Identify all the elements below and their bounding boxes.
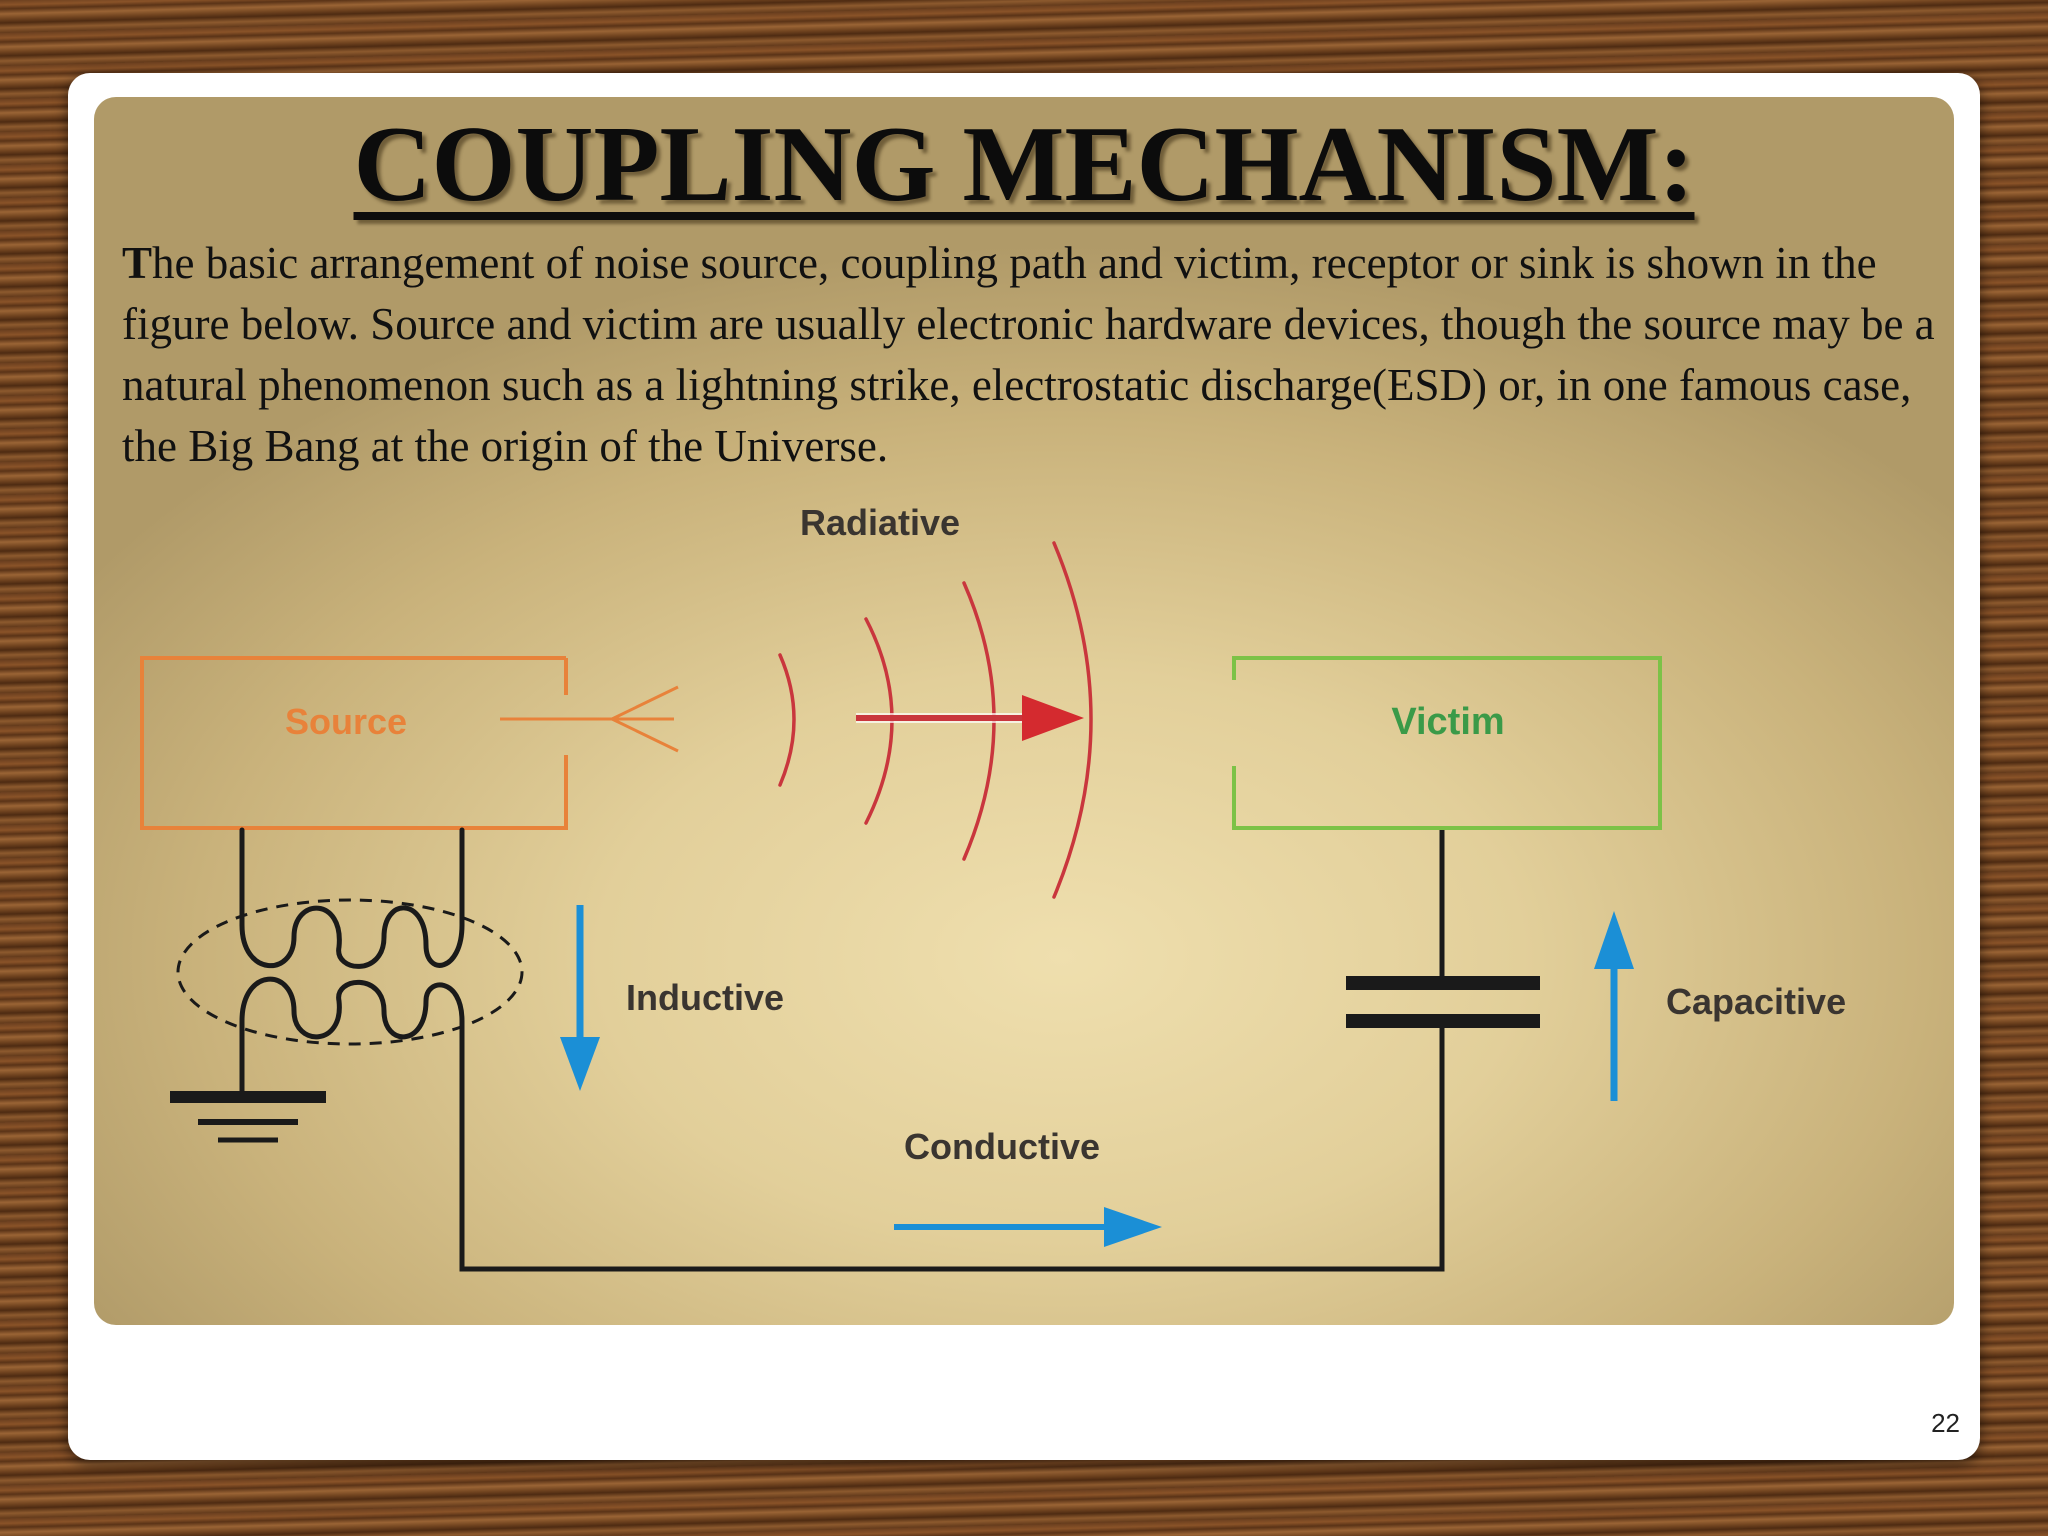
- conductive-arrow: [894, 1207, 1162, 1247]
- radiative-label: Radiative: [800, 502, 960, 543]
- source-box: [140, 656, 568, 830]
- conductive-label: Conductive: [904, 1126, 1100, 1167]
- source-box-outline: [140, 656, 568, 830]
- inductive-coupler: [239, 827, 1445, 1272]
- capacitor-icon: [1346, 830, 1540, 1177]
- victim-label: Victim: [1391, 701, 1504, 743]
- wave-1: [778, 653, 796, 787]
- capacitive-label: Capacitive: [1666, 981, 1846, 1022]
- slide-title: COUPLING MECHANISM:: [94, 97, 1954, 225]
- secondary-coil-and-return: [239, 976, 1445, 1272]
- page-number: 22: [1931, 1408, 1960, 1438]
- coupling-diagram: Source Radiative Victim: [140, 502, 1846, 1272]
- slide-panel: COUPLING MECHANISM: The basic arrangemen…: [94, 97, 1954, 1325]
- body-text-rest: he basic arrangement of noise source, co…: [122, 238, 1935, 471]
- inductive-label: Inductive: [626, 977, 784, 1018]
- ground-icon: [170, 1091, 326, 1143]
- magnetic-coupling-ellipse: [176, 898, 524, 1046]
- capacitive-arrow: [1594, 911, 1634, 1101]
- antenna-icon: [500, 685, 679, 753]
- victim-box: [1232, 656, 1662, 830]
- source-label: Source: [285, 701, 407, 742]
- inductive-arrow: [560, 905, 600, 1091]
- radiative-arrow: [856, 695, 1084, 741]
- body-paragraph: The basic arrangement of noise source, c…: [122, 233, 1942, 477]
- body-first-letter: T: [122, 238, 153, 288]
- primary-coil: [239, 905, 465, 969]
- wave-4: [1052, 541, 1093, 899]
- victim-box-outline: [1232, 656, 1662, 830]
- slide-title-text: COUPLING MECHANISM:: [353, 105, 1695, 224]
